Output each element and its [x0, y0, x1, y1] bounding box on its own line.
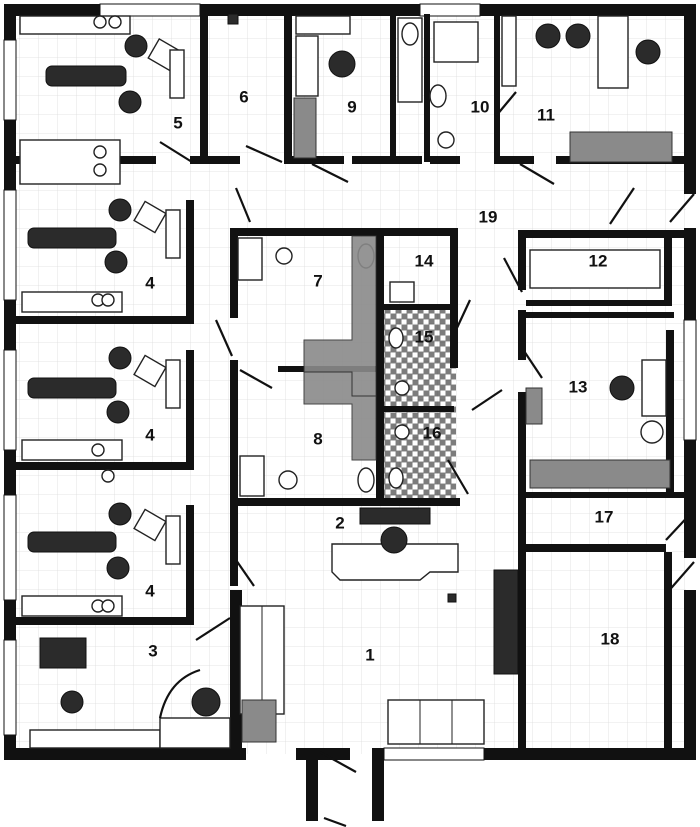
room-label-9: 9: [347, 97, 356, 116]
room-label-12: 12: [589, 251, 608, 270]
room-label-4b: 4: [145, 425, 155, 444]
room-label-2: 2: [335, 513, 344, 532]
room-label-1: 1: [365, 645, 374, 664]
windows: [3, 3, 697, 761]
room-label-7: 7: [313, 271, 322, 290]
room-label-17: 17: [595, 507, 614, 526]
room-label-4c: 4: [145, 581, 155, 600]
room-label-11: 11: [537, 105, 555, 124]
room-label-19: 19: [479, 207, 498, 226]
room-label-13: 13: [569, 377, 588, 396]
room-label-10: 10: [471, 97, 490, 116]
room-label-8: 8: [313, 429, 322, 448]
room-labels: 1 2 3 4 4 4 5 6 7 8 9 10 11 12 13 14 15 …: [145, 87, 619, 664]
room-label-18: 18: [601, 629, 620, 648]
room-label-3: 3: [148, 641, 157, 660]
room-label-16: 16: [423, 423, 442, 442]
room-label-6: 6: [239, 87, 248, 106]
furniture: [19, 13, 673, 749]
room-label-14: 14: [415, 251, 434, 270]
doors: [159, 91, 695, 827]
room-label-5: 5: [173, 113, 182, 132]
room-label-15: 15: [415, 327, 434, 346]
room-label-4a: 4: [145, 273, 155, 292]
